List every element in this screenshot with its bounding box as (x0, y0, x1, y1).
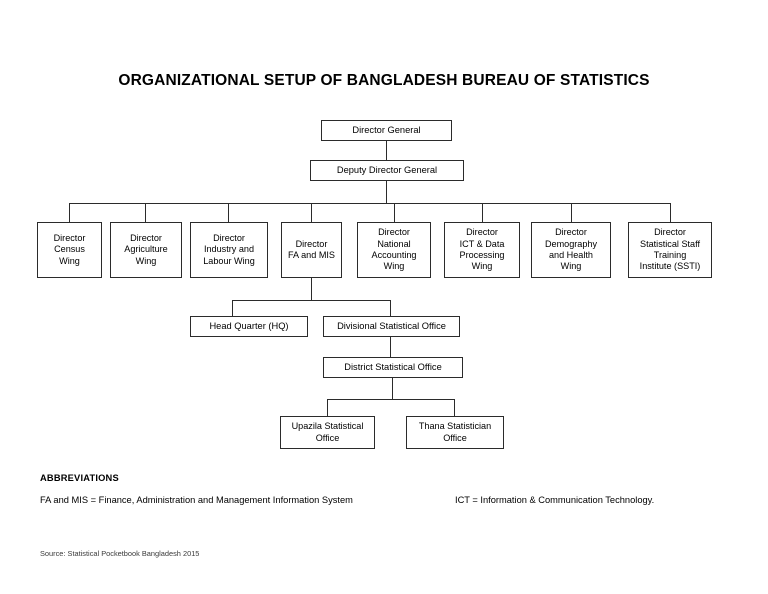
node-director-general: Director General (321, 120, 452, 141)
connector-drop-divisional (390, 300, 392, 316)
connector-hq-divisional-bus (232, 300, 391, 302)
node-wing-industry: Director Industry and Labour Wing (190, 222, 268, 278)
node-deputy-director-general: Deputy Director General (310, 160, 464, 181)
connector-ddg-drop (386, 181, 388, 203)
connector-drop-industry (228, 203, 230, 222)
node-wing-census: Director Census Wing (37, 222, 102, 278)
node-wing-demography: Director Demography and Health Wing (531, 222, 611, 278)
connector-drop-ssti (670, 203, 672, 222)
connector-drop-national-accounting (394, 203, 396, 222)
connector-drop-ict (482, 203, 484, 222)
node-wing-ssti: Director Statistical Staff Training Inst… (628, 222, 712, 278)
node-upazila-office: Upazila Statistical Office (280, 416, 375, 449)
node-wing-ict: Director ICT & Data Processing Wing (444, 222, 520, 278)
abbreviation-fa-mis: FA and MIS = Finance, Administration and… (40, 495, 353, 505)
connector-fa-mis-drop (311, 278, 313, 301)
node-wing-fa-mis: Director FA and MIS (281, 222, 342, 278)
node-wing-agriculture: Director Agriculture Wing (110, 222, 182, 278)
connector-divisional-to-district (390, 337, 392, 357)
connector-drop-head-quarter (232, 300, 234, 316)
abbreviations-heading: ABBREVIATIONS (40, 473, 119, 483)
source-note: Source: Statistical Pocketbook Banglades… (40, 549, 200, 558)
node-divisional-office: Divisional Statistical Office (323, 316, 460, 337)
connector-district-drop (392, 378, 394, 400)
connector-drop-census (69, 203, 71, 222)
node-head-quarter: Head Quarter (HQ) (190, 316, 308, 337)
page-title: ORGANIZATIONAL SETUP OF BANGLADESH BUREA… (118, 72, 650, 89)
connector-drop-upazila (327, 399, 329, 416)
connector-dg-to-ddg (386, 141, 388, 160)
connector-wing-bus (69, 203, 671, 205)
abbreviation-ict: ICT = Information & Communication Techno… (455, 495, 655, 505)
connector-bottom-bus (327, 399, 455, 401)
connector-drop-demography (571, 203, 573, 222)
connector-drop-fa-mis (311, 203, 313, 222)
connector-drop-thana (454, 399, 456, 416)
connector-drop-agriculture (145, 203, 147, 222)
node-wing-national-accounting: Director National Accounting Wing (357, 222, 431, 278)
node-thana-office: Thana Statistician Office (406, 416, 504, 449)
node-district-office: District Statistical Office (323, 357, 463, 378)
